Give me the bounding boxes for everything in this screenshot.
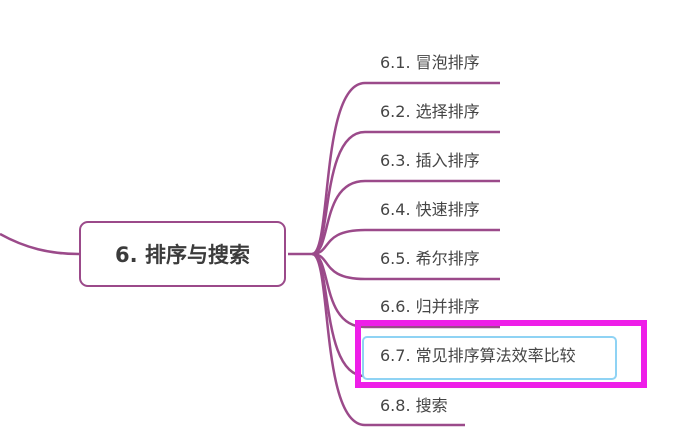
child-label: 6.2. 选择排序 (380, 102, 480, 121)
child-label: 6.1. 冒泡排序 (380, 53, 480, 72)
branch-connector (311, 228, 500, 256)
child-label: 6.6. 归并排序 (380, 297, 480, 316)
child-node-6-2[interactable]: 6.2. 选择排序 (380, 102, 480, 122)
child-node-6-5[interactable]: 6.5. 希尔排序 (380, 249, 480, 269)
parent-connector (0, 232, 80, 256)
child-label: 6.7. 常见排序算法效率比较 (380, 346, 576, 365)
child-label: 6.5. 希尔排序 (380, 249, 480, 268)
selected-node-frame (362, 336, 617, 380)
child-label: 6.3. 插入排序 (380, 151, 480, 170)
branch-connector (311, 179, 500, 256)
child-node-6-7[interactable]: 6.7. 常见排序算法效率比较 (380, 346, 576, 366)
child-node-6-6[interactable]: 6.6. 归并排序 (380, 297, 480, 317)
branch-connector (311, 130, 500, 256)
highlight-annotation-box (355, 320, 647, 388)
child-label: 6.8. 搜索 (380, 396, 448, 415)
child-node-6-3[interactable]: 6.3. 插入排序 (380, 151, 480, 171)
child-node-6-4[interactable]: 6.4. 快速排序 (380, 200, 480, 220)
branch-connector (311, 252, 465, 427)
root-node-label: 6. 排序与搜索 (115, 243, 250, 267)
root-node[interactable]: 6. 排序与搜索 (79, 221, 286, 287)
child-node-6-8[interactable]: 6.8. 搜索 (380, 396, 448, 416)
child-node-6-1[interactable]: 6.1. 冒泡排序 (380, 53, 480, 73)
child-label: 6.4. 快速排序 (380, 200, 480, 219)
